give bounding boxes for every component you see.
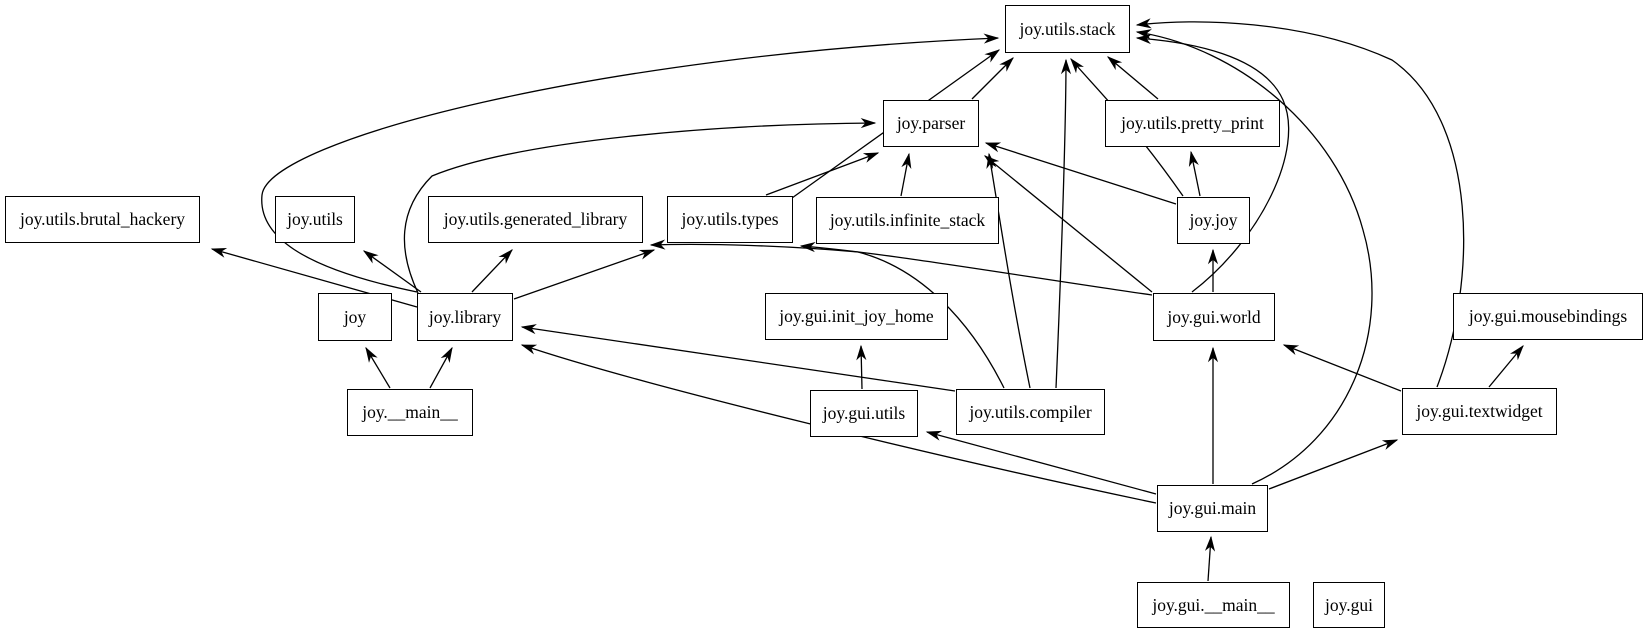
edge-joy-utils-infinite_stack-to-joy-parser <box>900 152 912 197</box>
edge-joy-utils-pretty_print-to-joy-utils-stack <box>1107 56 1159 100</box>
edge-joy-library-to-joy-utils-stack <box>261 33 1000 293</box>
edge-joy-gui-main-to-joy-gui-utils <box>925 430 1157 495</box>
node-label: joy.gui.utils <box>822 403 906 423</box>
node-joy-gui-world: joy.gui.world <box>1153 293 1275 341</box>
edge-joy-__main__-to-joy-library <box>429 346 453 389</box>
node-joy-utils-pretty_print: joy.utils.pretty_print <box>1105 100 1280 147</box>
node-label: joy.utils.generated_library <box>443 209 628 229</box>
node-label: joy.utils.stack <box>1019 18 1116 39</box>
node-label: joy.gui.main <box>1168 498 1257 518</box>
node-joy-utils-infinite_stack: joy.utils.infinite_stack <box>816 197 999 244</box>
edge-joy-gui-textwidget-to-joy-utils-stack <box>1135 18 1465 388</box>
node-label: joy.utils <box>287 209 343 229</box>
node-label: joy.gui.world <box>1167 306 1261 327</box>
edge-joy-utils-compiler-to-joy-utils-stack <box>1055 58 1072 389</box>
edge-joy-library-to-joy-utils <box>362 250 422 293</box>
edge-joy-library-to-joy-utils-generated_library <box>471 249 513 293</box>
node-joy-utils-stack: joy.utils.stack <box>1005 5 1130 53</box>
edge-joy-gui-main-to-joy-library <box>520 344 1157 504</box>
node-label: joy.gui.init_joy_home <box>779 306 934 326</box>
edge-joy-library-to-joy-parser <box>403 118 877 294</box>
edge-joy-__main__-to-joy <box>365 346 391 389</box>
edge-joy-library-to-joy-utils-types <box>513 249 656 300</box>
node-joy-gui-utils: joy.gui.utils <box>810 390 918 437</box>
edge-joy-gui-main-to-joy-gui-textwidget <box>1268 439 1399 490</box>
node-joy-__main__: joy.__main__ <box>347 389 473 436</box>
node-joy-gui: joy.gui <box>1313 582 1385 628</box>
node-joy-utils-types: joy.utils.types <box>667 196 793 243</box>
node-joy-utils-compiler: joy.utils.compiler <box>956 389 1105 435</box>
node-joy-gui-main: joy.gui.main <box>1157 485 1268 532</box>
edge-joy-gui-world-to-joy-utils-types <box>799 242 1153 296</box>
node-joy-gui-init_joy_home: joy.gui.init_joy_home <box>765 293 948 340</box>
node-label: joy.gui.__main__ <box>1152 594 1275 615</box>
node-joy-gui-textwidget: joy.gui.textwidget <box>1402 388 1557 435</box>
edge-joy-gui-textwidget-to-joy-gui-world <box>1282 344 1402 392</box>
node-label: joy.library <box>428 306 502 327</box>
node-label: joy.utils.brutal_hackery <box>19 209 186 229</box>
node-joy-joy: joy.joy <box>1177 197 1250 244</box>
node-label: joy.gui.textwidget <box>1416 401 1543 421</box>
node-label: joy.joy <box>1189 210 1238 230</box>
edge-joy-gui-main-to-joy-utils-stack <box>1135 29 1373 485</box>
node-label: joy.utils.pretty_print <box>1121 113 1264 133</box>
edge-joy-gui-__main__-to-joy-gui-main <box>1204 535 1216 582</box>
edge-joy-utils-compiler-to-joy-parser <box>986 152 1031 389</box>
edge-joy-joy-to-joy-parser <box>984 142 1177 205</box>
node-joy-utils-generated_library: joy.utils.generated_library <box>428 196 643 243</box>
edge-joy-gui-utils-to-joy-gui-init_joy_home <box>856 344 867 390</box>
node-label: joy.utils.types <box>681 209 779 229</box>
node-label: joy.gui.mousebindings <box>1468 306 1628 326</box>
node-joy-gui-__main__: joy.gui.__main__ <box>1137 582 1290 628</box>
edge-joy-utils-compiler-to-joy-library <box>520 324 956 392</box>
node-label: joy.gui <box>1325 594 1373 615</box>
node-joy-utils: joy.utils <box>275 196 355 243</box>
node-label: joy.parser <box>896 113 966 133</box>
node-label: joy.utils.infinite_stack <box>829 210 986 230</box>
node-joy: joy <box>318 293 392 341</box>
edge-joy-utils-compiler-to-joy-utils-generated_library <box>649 239 1005 389</box>
edge-joy-gui-textwidget-to-joy-gui-mousebindings <box>1488 344 1524 388</box>
edge-joy-parser-to-joy-utils-stack <box>971 57 1014 100</box>
node-joy-parser: joy.parser <box>883 100 979 147</box>
node-label: joy <box>343 306 367 327</box>
node-label: joy.utils.compiler <box>969 401 1092 422</box>
node-joy-gui-mousebindings: joy.gui.mousebindings <box>1453 293 1643 340</box>
node-joy-utils-brutal_hackery: joy.utils.brutal_hackery <box>5 196 200 243</box>
edge-joy-utils-types-to-joy-parser <box>765 152 880 196</box>
edge-joy-gui-world-to-joy-parser <box>983 155 1153 293</box>
edge-joy-joy-to-joy-utils-pretty_print <box>1188 150 1201 197</box>
node-joy-library: joy.library <box>417 293 513 341</box>
node-label: joy.__main__ <box>362 402 458 422</box>
